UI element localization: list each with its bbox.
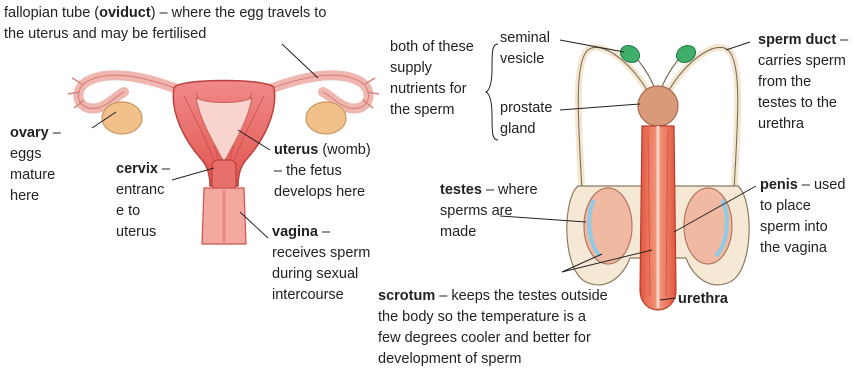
sperm-duct-line: from the — [758, 74, 811, 90]
ovary-line: eggs — [10, 146, 41, 162]
ovary-term: ovary — [10, 125, 49, 141]
supply-line: both of these — [390, 39, 474, 55]
uterus-label: uterus (womb) – the fetus develops here — [274, 140, 371, 203]
cervix-line: entranc — [116, 182, 164, 198]
cervix-term: cervix — [116, 161, 158, 177]
penis-term: penis — [760, 177, 798, 193]
penis-line: to place — [760, 198, 811, 214]
sperm-duct-dash: – — [836, 32, 848, 48]
cervix-line: e to — [116, 203, 140, 219]
testes-line: made — [440, 224, 476, 240]
supply-nutrients-label: both of these supply nutrients for the s… — [390, 37, 474, 121]
prostate-gland-label: prostate gland — [500, 98, 552, 140]
scrotum-label: scrotum – keeps the testes outside the b… — [378, 286, 708, 370]
testes-line: sperms are — [440, 203, 513, 219]
fallopian-text-c: the uterus and may be fertilised — [4, 26, 206, 42]
uterus-line: develops here — [274, 184, 365, 200]
left-ovary — [102, 102, 142, 134]
right-fallopian-tube — [262, 75, 369, 108]
right-ovary — [306, 102, 346, 134]
uterus-line: – the fetus — [274, 163, 342, 179]
vagina-line: during sexual — [272, 266, 358, 282]
uterus-womb: (womb) — [318, 142, 370, 158]
cervix — [212, 160, 236, 190]
sperm-duct-line: carries sperm — [758, 53, 846, 69]
ovary-dash: – — [49, 125, 61, 141]
prostate-line: gland — [500, 121, 535, 137]
scrotum-dash: – keeps the testes outside — [435, 288, 608, 304]
curly-brace — [486, 44, 498, 140]
testes-dash: – where — [482, 182, 538, 198]
sperm-duct-label: sperm duct – carries sperm from the test… — [758, 30, 848, 135]
ovary-line: mature — [10, 167, 55, 183]
supply-line: the sperm — [390, 102, 454, 118]
penis-line: the vagina — [760, 240, 827, 256]
penis-label: penis – used to place sperm into the vag… — [760, 175, 845, 259]
seminal-line: seminal — [500, 30, 550, 46]
fallopian-tube-label: fallopian tube (oviduct) – where the egg… — [4, 3, 384, 45]
testes-term: testes — [440, 182, 482, 198]
sperm-duct-term: sperm duct — [758, 32, 836, 48]
cervix-line: uterus — [116, 224, 156, 240]
ovary-label: ovary – eggs mature here — [10, 123, 61, 207]
scrotum-line: the body so the temperature is a — [378, 309, 586, 325]
urethra-label: urethra — [678, 289, 728, 310]
ovary-line: here — [10, 188, 39, 204]
sperm-duct-line: urethra — [758, 116, 804, 132]
sperm-duct-line: testes to the — [758, 95, 837, 111]
supply-line: nutrients for — [390, 81, 467, 97]
fallopian-text-a: fallopian tube ( — [4, 5, 99, 21]
seminal-vesicle-label: seminal vesicle — [500, 28, 550, 70]
cervix-dash: – — [158, 161, 170, 177]
vagina-term: vagina — [272, 224, 318, 240]
penis-dash: – used — [798, 177, 846, 193]
prostate-line: prostate — [500, 100, 552, 116]
vagina-line: receives sperm — [272, 245, 370, 261]
cervix-label: cervix – entranc e to uterus — [116, 159, 170, 243]
testes-label: testes – where sperms are made — [440, 180, 538, 243]
penis-line: sperm into — [760, 219, 828, 235]
seminal-line: vesicle — [500, 51, 544, 67]
fallopian-term: oviduct — [99, 5, 151, 21]
scrotum-line: few degrees cooler and better for — [378, 330, 591, 346]
supply-line: supply — [390, 60, 432, 76]
prostate-gland — [638, 86, 678, 126]
vagina-line: intercourse — [272, 287, 344, 303]
uterus-term: uterus — [274, 142, 318, 158]
scrotum-term: scrotum — [378, 288, 435, 304]
male-reproductive-system — [567, 42, 749, 310]
vagina-dash: – — [318, 224, 330, 240]
urethra-term: urethra — [678, 291, 728, 307]
vagina-label: vagina – receives sperm during sexual in… — [272, 222, 370, 306]
scrotum-line: development of sperm — [378, 351, 521, 367]
fallopian-text-b: ) – where the egg travels to — [151, 5, 327, 21]
